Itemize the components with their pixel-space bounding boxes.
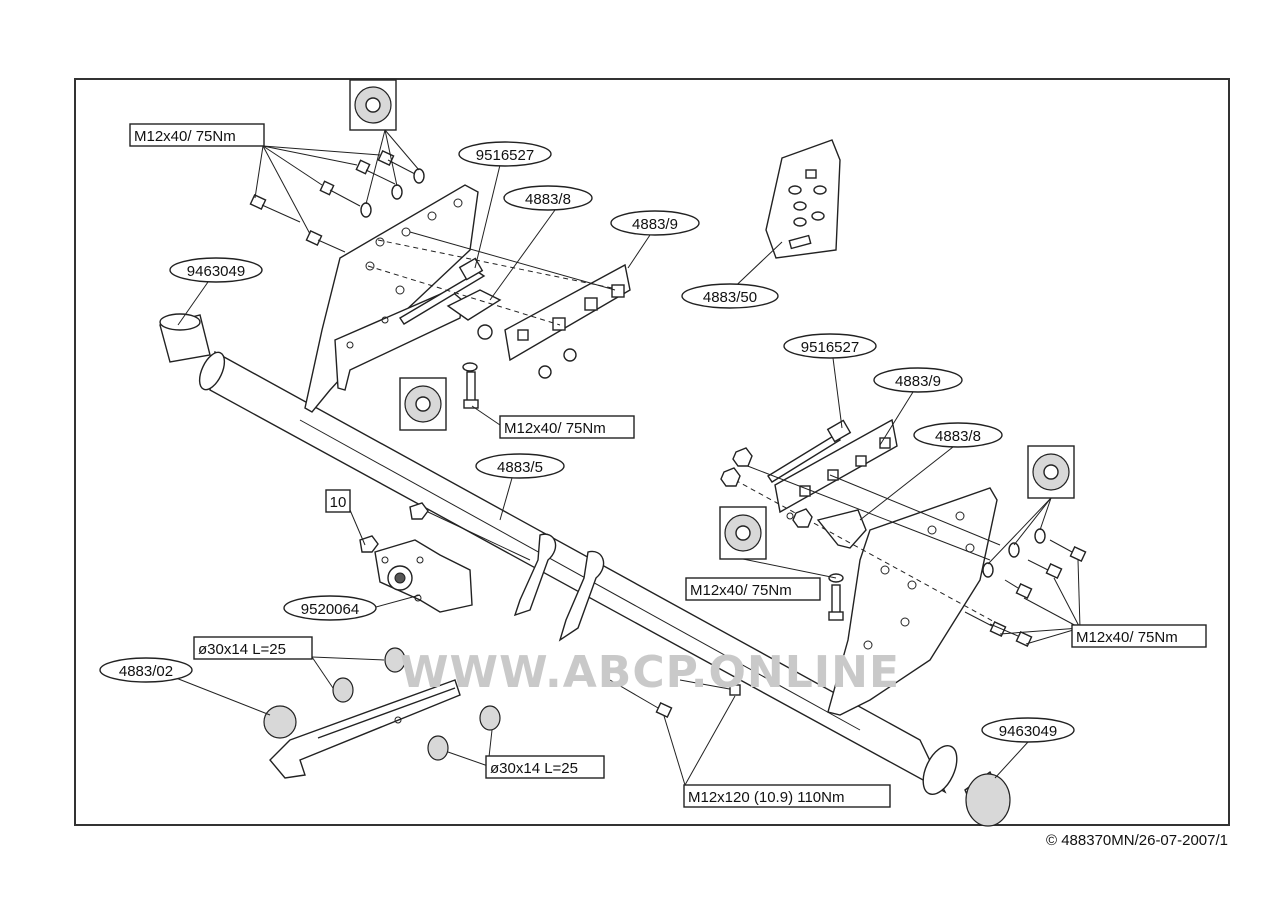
washer-detail-right-mid	[719, 506, 767, 560]
watermark: WWW.ABCP.ONLINE	[400, 647, 900, 698]
washer-detail-top-left	[349, 79, 397, 131]
diagram-frame	[74, 78, 1230, 826]
spacers	[311, 647, 501, 767]
bolt-set-bag	[765, 139, 841, 259]
right-plate-4883-9	[774, 418, 898, 520]
label-bolt-long: M12x120 (10.9) 110Nm	[683, 784, 891, 808]
svg-text:4883/8: 4883/8	[525, 191, 571, 208]
right-fixing-lines	[734, 464, 1001, 626]
left-end-cap	[159, 313, 211, 363]
main-tube	[198, 350, 958, 795]
svg-text:4883/50: 4883/50	[703, 289, 757, 306]
label-bracket-right: 9516527	[783, 333, 877, 359]
label-spacer-bottom: ø30x14 L=25	[485, 755, 605, 779]
svg-text:4883/9: 4883/9	[632, 216, 678, 233]
svg-text:10: 10	[330, 494, 347, 511]
left-bracket-9516527	[399, 257, 502, 325]
left-vertical-bolt	[399, 362, 501, 431]
left-fixing-lines	[367, 231, 616, 326]
label-bolt-set: 4883/50	[681, 283, 779, 309]
right-angle-bracket	[816, 509, 867, 549]
svg-text:ø30x14 L=25: ø30x14 L=25	[198, 641, 286, 658]
tube-clamps	[513, 533, 605, 642]
label-bolt-top-left: M12x40/ 75Nm	[129, 123, 265, 147]
label-ball-neck: 4883/02	[99, 657, 193, 683]
right-bolts	[964, 528, 1087, 647]
left-plate-4883-9	[477, 263, 631, 379]
right-bracket-9516527	[767, 419, 852, 483]
right-nuts	[720, 447, 813, 528]
label-end-cap-left: 9463049	[169, 257, 263, 283]
washer-detail-right-top	[1027, 445, 1075, 499]
label-plate-4883-8-top: 4883/8	[503, 185, 593, 211]
svg-text:9516527: 9516527	[476, 147, 534, 164]
svg-text:4883/5: 4883/5	[497, 459, 543, 476]
label-plate-4883-9-right: 4883/9	[873, 367, 963, 393]
svg-text:4883/02: 4883/02	[119, 663, 173, 680]
label-bolt-right: M12x40/ 75Nm	[1071, 624, 1207, 648]
ball-neck	[263, 679, 461, 779]
svg-text:9516527: 9516527	[801, 339, 859, 356]
label-bolt-mid-right: M12x40/ 75Nm	[685, 577, 821, 601]
svg-text:9463049: 9463049	[999, 723, 1057, 740]
right-bolt-leaders	[742, 497, 1081, 645]
label-end-cap-right: 9463049	[981, 717, 1075, 743]
long-bolts	[609, 679, 741, 786]
left-top-bolts	[249, 150, 425, 253]
label-bolt-mid-left: M12x40/ 75Nm	[499, 415, 635, 439]
label-nut-count: 10	[325, 489, 351, 513]
label-plate-4883-9-top: 4883/9	[610, 210, 700, 236]
svg-text:9463049: 9463049	[187, 263, 245, 280]
label-tube: 4883/5	[475, 453, 565, 479]
socket-plate	[359, 502, 531, 613]
svg-text:M12x40/ 75Nm: M12x40/ 75Nm	[134, 128, 236, 145]
right-end-cap	[964, 770, 1011, 827]
label-bracket-top: 9516527	[458, 141, 552, 167]
svg-text:M12x40/ 75Nm: M12x40/ 75Nm	[690, 582, 792, 599]
svg-text:ø30x14 L=25: ø30x14 L=25	[490, 760, 578, 777]
svg-text:4883/9: 4883/9	[895, 373, 941, 390]
label-plate-4883-8-right: 4883/8	[913, 422, 1003, 448]
svg-text:M12x120 (10.9) 110Nm: M12x120 (10.9) 110Nm	[688, 789, 844, 806]
svg-text:M12x40/ 75Nm: M12x40/ 75Nm	[504, 420, 606, 437]
svg-text:9520064: 9520064	[301, 601, 359, 618]
svg-text:M12x40/ 75Nm: M12x40/ 75Nm	[1076, 629, 1178, 646]
svg-text:4883/8: 4883/8	[935, 428, 981, 445]
right-vertical-bolt	[828, 573, 844, 621]
left-bolt-leaders	[254, 129, 420, 235]
callout-leaders	[175, 164, 1029, 779]
label-spacer-top: ø30x14 L=25	[193, 636, 313, 660]
label-socket-plate: 9520064	[283, 595, 377, 621]
copyright-text: © 488370MN/26-07-2007/1	[1045, 832, 1228, 849]
